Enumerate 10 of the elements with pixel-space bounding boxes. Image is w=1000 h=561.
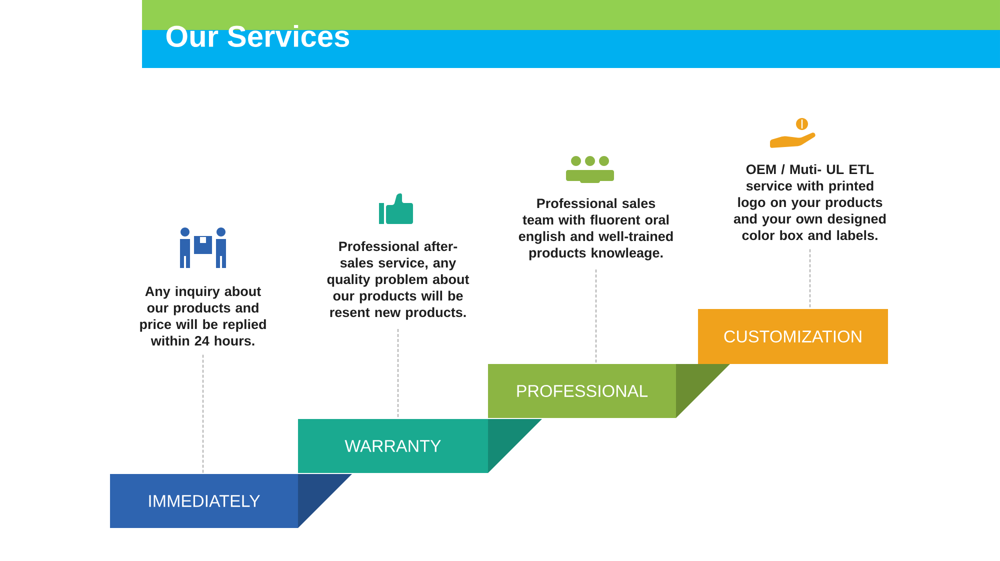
- title: Our Services: [166, 24, 350, 48]
- step-box: WARRANTY: [298, 419, 488, 473]
- step-box: CUSTOMIZATION: [698, 309, 888, 364]
- description-text: Professional sales team with fluorent oral english and well-trained products knowleage.: [518, 198, 673, 260]
- leader-line: [202, 354, 204, 474]
- description-text: Professional after-sales service, any quality problem about our products will be resent new products.: [327, 241, 470, 320]
- step-box: IMMEDIATELY: [110, 474, 298, 528]
- step-box: PROFESSIONAL: [488, 364, 676, 418]
- description-text: OEM / Muti- UL ETL service with printed logo on your products and your own designed color box and labels.: [734, 164, 886, 240]
- description-text: Any inquiry about our products and price will be replied within 24 hours.: [140, 286, 266, 346]
